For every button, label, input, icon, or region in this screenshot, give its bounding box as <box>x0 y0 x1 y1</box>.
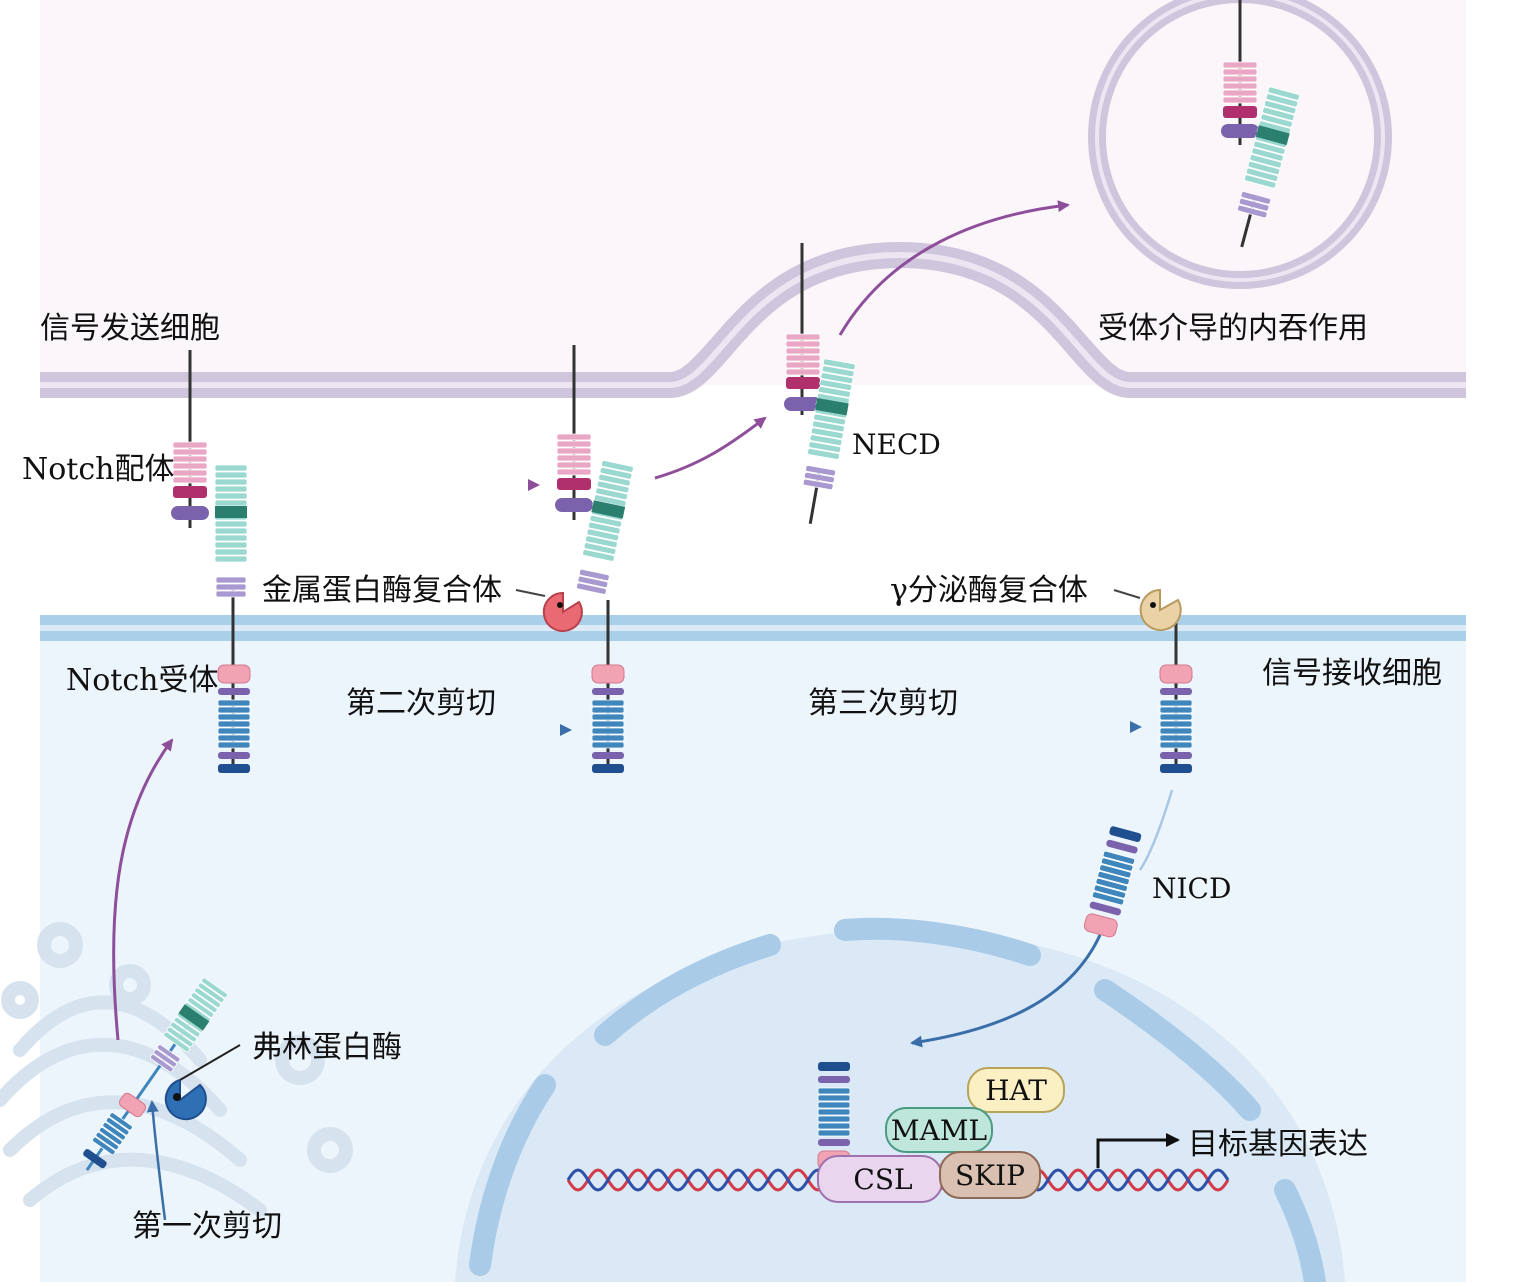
endocytosis-label: 受体介导的内吞作用 <box>1098 311 1368 346</box>
gamma-secretase-label: γ分泌酶复合体 <box>890 573 1088 608</box>
vesicle-necd <box>1237 86 1301 248</box>
notch-receptor-label: Notch受体 <box>66 663 219 698</box>
receiving-cell-label: 信号接收细胞 <box>1262 656 1442 691</box>
furin-enzyme <box>164 1078 207 1121</box>
notch-receptor-1 <box>214 464 251 773</box>
csl-label: CSL <box>853 1163 912 1196</box>
notch-receptor-2 <box>591 600 625 773</box>
arrow-to-bump <box>654 416 767 480</box>
receiving-cell-membrane <box>40 615 1466 641</box>
necd-fragment <box>802 358 856 524</box>
maml-box <box>885 1107 993 1153</box>
vesicle-ligand <box>1221 0 1259 145</box>
first-cleavage-label: 第一次剪切 <box>132 1209 282 1244</box>
hat-box <box>967 1067 1065 1113</box>
arrow-first-cleavage <box>146 1100 167 1221</box>
sending-cell-label: 信号发送细胞 <box>40 311 220 346</box>
gamma-secretase-leader <box>1113 589 1141 599</box>
sending-cell-membrane <box>40 241 1466 398</box>
metalloprotease-enzyme <box>542 591 583 632</box>
golgi-receptor <box>83 977 228 1171</box>
furin-label: 弗林蛋白酶 <box>252 1030 402 1065</box>
target-gene-arrow <box>1096 1133 1180 1168</box>
nucleus <box>455 917 1345 1287</box>
third-cleavage-label: 第三次剪切 <box>808 686 958 721</box>
notch-receptor-3 <box>1159 620 1193 773</box>
notch-ligand-label: Notch配体 <box>22 452 175 487</box>
nicd-fragment <box>1083 826 1142 938</box>
nicd-release-line <box>1138 789 1174 871</box>
notch-ligand-1 <box>171 350 209 528</box>
skip-label: SKIP <box>955 1159 1025 1192</box>
furin-leader <box>179 1044 241 1081</box>
skip-box <box>939 1151 1041 1199</box>
gamma-secretase-enzyme <box>1139 588 1182 631</box>
notch-receptor-2-extracellular <box>576 460 634 595</box>
arrow-nicd-to-nucleus <box>910 934 1102 1048</box>
arrow-golgi-to-membrane <box>112 738 174 1041</box>
metalloprotease-leader <box>515 589 546 597</box>
maml-label: MAML <box>891 1114 987 1147</box>
notch-ligand-3 <box>784 243 822 415</box>
notch-ligand-2 <box>555 345 593 520</box>
hat-label: HAT <box>985 1074 1047 1107</box>
metalloprotease-label: 金属蛋白酶复合体 <box>262 573 502 608</box>
second-cleavage-label: 第二次剪切 <box>346 686 496 721</box>
target-gene-label: 目标基因表达 <box>1188 1127 1368 1162</box>
necd-label: NECD <box>852 428 941 461</box>
arrow-to-vesicle <box>838 200 1070 336</box>
nicd-label: NICD <box>1152 872 1231 905</box>
